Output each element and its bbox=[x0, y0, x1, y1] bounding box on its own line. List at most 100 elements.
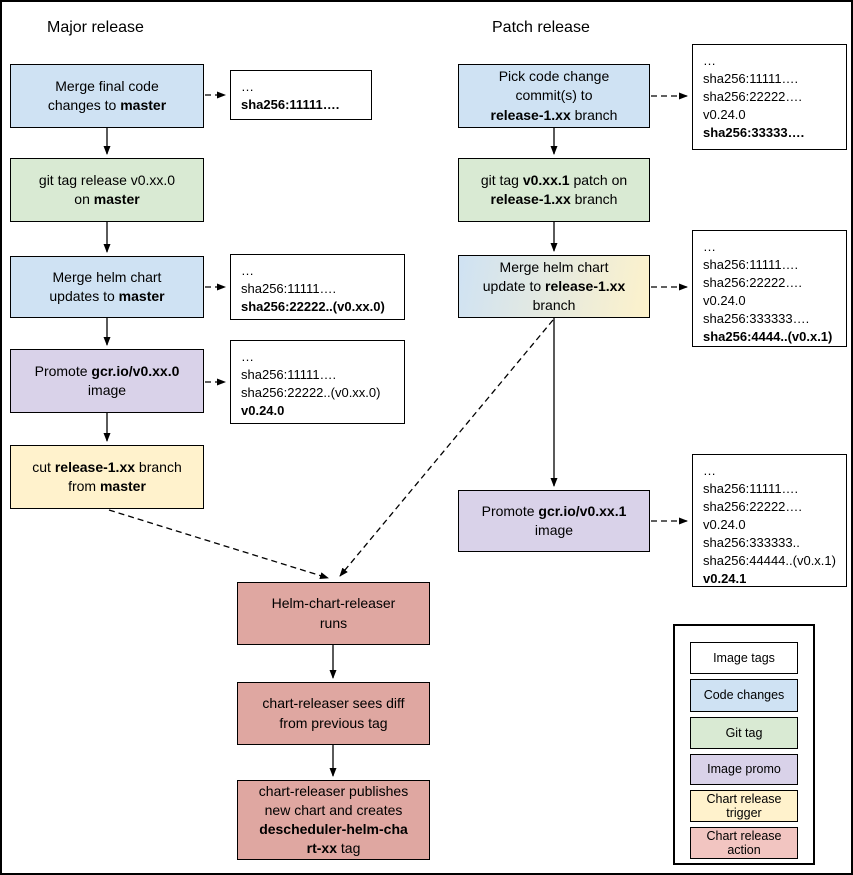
text-segment: cut bbox=[32, 458, 55, 475]
image-tag-line: v0.24.0 bbox=[703, 292, 836, 310]
legend-image-tags: Image tags bbox=[690, 642, 798, 674]
text-segment: runs bbox=[319, 614, 348, 631]
image-tag-line: sha256:11111…. bbox=[241, 280, 394, 298]
text-segment: sha256:333333.. bbox=[703, 535, 800, 550]
text-segment: sha256:11111…. bbox=[703, 71, 799, 86]
text-segment: master bbox=[118, 288, 165, 304]
image-tag-line: sha256:11111…. bbox=[241, 96, 361, 114]
text-segment: patch on bbox=[569, 171, 628, 188]
image-tag-line: sha256:11111…. bbox=[703, 256, 836, 274]
text-segment: v0.24.0 bbox=[703, 293, 746, 308]
text-segment: release-1.xx bbox=[545, 277, 626, 294]
text-segment: on bbox=[74, 191, 94, 207]
text-segment: Merge helm chart bbox=[499, 258, 609, 275]
major-promote-image-label: Promote gcr.io/v0.xx.0 image bbox=[35, 362, 180, 400]
image-tag-line: sha256:22222..(v0.xx.0) bbox=[241, 384, 394, 402]
major-release-title: Major release bbox=[47, 19, 144, 36]
major-promote-image: Promote gcr.io/v0.xx.0 image bbox=[10, 349, 204, 413]
image-tag-line: v0.24.0 bbox=[703, 516, 836, 534]
image-tag-line: … bbox=[241, 78, 361, 96]
text-segment: gcr.io/v0.xx.0 bbox=[91, 362, 180, 379]
text-segment: rt-xx bbox=[306, 840, 337, 857]
major-merge-final-code: Merge final code changes to master bbox=[10, 64, 204, 128]
text-segment: … bbox=[241, 79, 254, 94]
legend-code-changes-label: Code changes bbox=[703, 688, 785, 703]
dashed-arrow bbox=[108, 509, 329, 579]
text-segment: sha256:11111…. bbox=[703, 481, 799, 496]
legend-image-tags-label: Image tags bbox=[713, 650, 775, 665]
text-segment: chart-releaser sees diff bbox=[262, 695, 405, 712]
text-segment: from bbox=[68, 478, 100, 494]
image-tag-line: sha256:22222…. bbox=[703, 274, 836, 292]
text-segment: updates to bbox=[49, 288, 119, 304]
text-segment: changes to bbox=[47, 97, 121, 113]
text-segment: … bbox=[703, 53, 716, 68]
text-segment: sha256:4444..(v0.x.1) bbox=[703, 329, 833, 344]
text-segment: Promote bbox=[34, 362, 92, 379]
text-segment: descheduler-helm-cha bbox=[259, 821, 408, 837]
text-segment: image bbox=[87, 382, 127, 398]
text-segment: v0.xx.1 bbox=[522, 171, 570, 188]
image-tag-line: sha256:22222…. bbox=[703, 498, 836, 516]
image-tag-line: sha256:22222..(v0.xx.0) bbox=[241, 298, 394, 316]
text-segment: sha256:22222..(v0.xx.0) bbox=[241, 299, 385, 314]
image-tag-line: v0.24.1 bbox=[703, 570, 836, 588]
text-segment: from previous tag bbox=[279, 714, 388, 731]
legend-image-promo-label: Image promo bbox=[707, 762, 781, 777]
action-chart-releaser-sees-diff-label: chart-releaser sees diff from previous ta… bbox=[262, 694, 404, 732]
text-segment: v0.24.0 bbox=[703, 107, 746, 122]
image-tag-line: sha256:11111…. bbox=[703, 480, 836, 498]
image-tags-major-2: …sha256:11111….sha256:22222..(v0.xx.0) bbox=[230, 254, 405, 320]
text-segment: master bbox=[120, 97, 167, 113]
image-tag-line: sha256:44444..(v0.x.1) bbox=[703, 552, 836, 570]
legend-git-tag: Git tag bbox=[690, 717, 798, 749]
text-segment: … bbox=[703, 463, 716, 478]
text-segment: chart-releaser publishes bbox=[258, 782, 409, 799]
text-segment: branch bbox=[532, 297, 576, 314]
text-segment: gcr.io/v0.xx.1 bbox=[538, 502, 627, 519]
text-segment: sha256:22222…. bbox=[703, 89, 803, 104]
image-tag-line: v0.24.0 bbox=[241, 402, 394, 420]
text-segment: update to bbox=[482, 277, 546, 294]
text-segment: Pick code change bbox=[498, 68, 610, 85]
text-segment: branch bbox=[135, 458, 182, 475]
text-segment: sha256:44444..(v0.x.1) bbox=[703, 553, 836, 568]
image-tags-major-1: … sha256:11111…. bbox=[230, 70, 372, 120]
patch-merge-helm-chart-label: Merge helm chart update to release-1.xx br… bbox=[483, 258, 625, 315]
image-tag-line: sha256:22222…. bbox=[703, 88, 836, 106]
text-segment: Merge final code bbox=[55, 77, 159, 94]
text-segment: Promote bbox=[481, 502, 539, 519]
text-segment: sha256:11111…. bbox=[241, 367, 337, 382]
image-tag-line: … bbox=[241, 348, 394, 366]
text-segment: Helm-chart-releaser bbox=[271, 595, 396, 612]
text-segment: sha256:22222..(v0.xx.0) bbox=[241, 385, 381, 400]
patch-release-title: Patch release bbox=[492, 19, 590, 36]
image-tag-line: … bbox=[703, 238, 836, 256]
text-segment: v0.24.1 bbox=[703, 571, 747, 586]
legend-image-promo: Image promo bbox=[690, 754, 798, 785]
image-tags-patch-2: … sha256:11111….sha256:22222….v0.24.0 sha2… bbox=[692, 230, 847, 347]
text-segment: … bbox=[703, 239, 716, 254]
image-tags-major-3: …sha256:11111…. sha256:22222..(v0.xx.0) v0… bbox=[230, 340, 405, 424]
image-tag-line: sha256:333333…. bbox=[703, 310, 836, 328]
image-tag-line: sha256:11111…. bbox=[241, 366, 394, 384]
text-segment: branch bbox=[570, 106, 618, 123]
text-segment: master bbox=[99, 478, 146, 494]
